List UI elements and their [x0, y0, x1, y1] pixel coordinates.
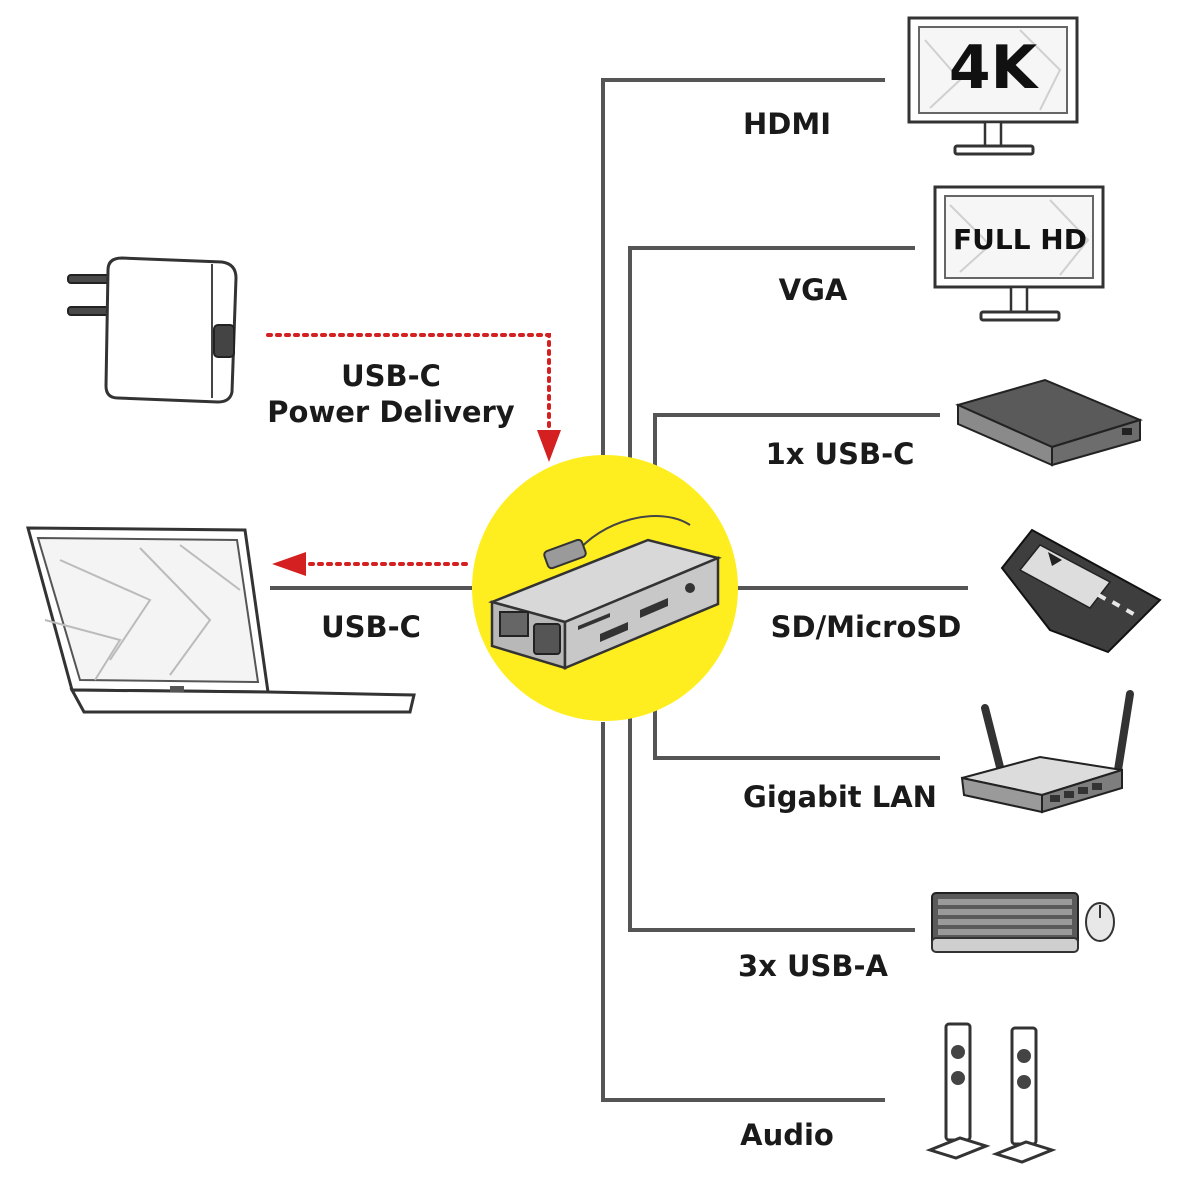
label-power-line1: USB-C: [341, 359, 441, 393]
power-in-arrowhead: [537, 430, 561, 462]
monitor-4k-icon: 4K: [907, 16, 1079, 156]
label-sd: SD/MicroSD: [771, 610, 962, 644]
wire-hdmi: [601, 78, 885, 455]
label-power-line2: Power Delivery: [267, 395, 515, 429]
monitor-fullhd-screen-text: FULL HD: [953, 223, 1087, 256]
speakers-icon: [925, 1022, 1057, 1164]
wire-lan: [653, 700, 940, 760]
label-vga: VGA: [779, 273, 848, 307]
label-audio: Audio: [740, 1118, 834, 1152]
power-out-arrowhead: [272, 552, 306, 576]
usb-c-hub-icon: [488, 515, 722, 670]
wire-usbc: [653, 413, 940, 475]
monitor-fullhd-icon: FULL HD: [933, 185, 1105, 322]
label-hdmi: HDMI: [743, 107, 831, 141]
speaker-right: [991, 1026, 1057, 1164]
router-icon: [960, 690, 1134, 814]
power-flow: [266, 333, 561, 576]
wire-usba: [628, 715, 915, 932]
sd-card-icon: [1000, 528, 1162, 654]
keyboard-mouse-icon: [931, 892, 1115, 953]
wire-tree: [270, 78, 968, 1102]
laptop-icon: [26, 526, 416, 714]
power-adapter-icon: [67, 256, 238, 404]
label-usbc: 1x USB-C: [766, 437, 915, 471]
hub-group: [472, 455, 738, 721]
speaker-left: [925, 1022, 991, 1160]
power-in-line: [266, 333, 551, 434]
wire-vga: [628, 246, 915, 462]
label-laptop-usbc: USB-C: [321, 610, 421, 644]
external-drive-icon: [955, 378, 1143, 467]
monitor-4k-screen-text: 4K: [949, 33, 1040, 103]
label-usba: 3x USB-A: [738, 949, 889, 983]
label-lan: Gigabit LAN: [743, 780, 937, 814]
wire-audio: [601, 722, 885, 1102]
